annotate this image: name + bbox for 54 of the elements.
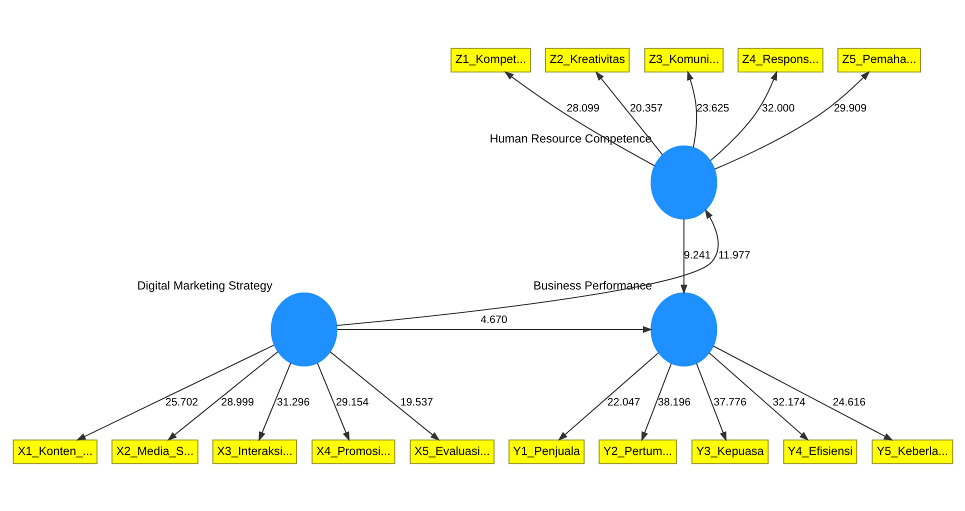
edge-label: 25.702 [164, 396, 198, 408]
arrow [710, 70, 777, 161]
arrow [680, 218, 687, 294]
arrow [696, 362, 726, 441]
node-box: X3_Interaksi... [212, 438, 297, 464]
edge-label: 31.296 [276, 396, 310, 408]
arrow [504, 70, 654, 166]
arrow [708, 352, 808, 440]
edge-label: 28.099 [566, 102, 599, 114]
edge-label: 28.999 [220, 396, 254, 408]
node-label: Digital Marketing Strategy [136, 278, 272, 292]
node-ellipse [270, 292, 337, 366]
arrow [329, 350, 440, 440]
node-box: Z4_Respons... [737, 47, 823, 72]
node-box: Z1_Kompet... [450, 47, 531, 72]
edge-label: 4.670 [480, 314, 507, 326]
node-box: X2_Media_S... [110, 438, 198, 464]
node-ellipse [650, 292, 717, 366]
edge-label: 24.616 [832, 396, 866, 408]
edge-label: 20.357 [629, 102, 662, 114]
edge-label: 32.174 [772, 396, 805, 408]
arrow [166, 350, 278, 440]
arrow [76, 344, 274, 440]
arrow [316, 362, 350, 441]
edge-label: 22.047 [606, 396, 640, 408]
arrow [686, 70, 697, 148]
arrow [336, 326, 652, 332]
arrow [336, 208, 718, 326]
arrow [714, 70, 870, 170]
node-box: Y5_Keberla... [871, 438, 953, 464]
arrow [640, 362, 672, 441]
arrow [712, 345, 893, 440]
edge-label: 29.154 [335, 396, 368, 408]
node-box: Y4_Efisiensi [782, 438, 857, 464]
edge-label: 38.196 [657, 396, 690, 408]
node-box: X1_Konten_... [12, 438, 98, 464]
node-box: Z2_Kreativitas [544, 47, 630, 72]
arrow [594, 70, 662, 155]
node-box: Z5_Pemaha... [836, 47, 921, 72]
node-box: Y2_Pertum... [598, 438, 676, 464]
edge-label: 29.909 [833, 102, 866, 114]
node-box: X4_Promosi... [311, 438, 395, 464]
edge-label: 11.977 [718, 249, 750, 262]
arrow [557, 352, 658, 440]
node-box: X5_Evaluasi... [409, 438, 494, 464]
edge-label: 23.625 [696, 102, 729, 114]
node-label: Business Performance [532, 278, 652, 292]
edge-label: 19.537 [400, 396, 433, 408]
node-box: Y3_Kepuasa [690, 438, 768, 464]
node-box: Z3_Komuni... [644, 47, 724, 72]
edge-label: 32.000 [761, 102, 794, 114]
edge-label: 37.776 [713, 396, 746, 408]
arrow [258, 362, 291, 441]
node-box: Y1_Penjuala [508, 438, 584, 464]
